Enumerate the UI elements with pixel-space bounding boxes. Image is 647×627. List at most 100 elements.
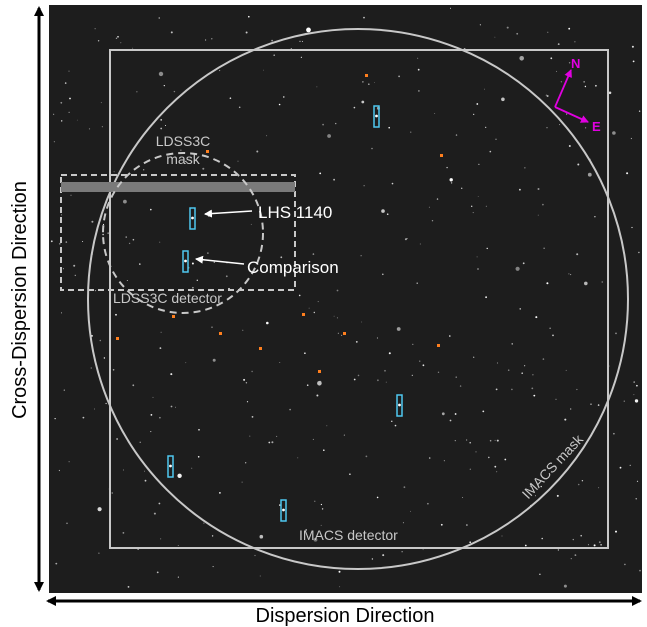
star	[501, 97, 505, 102]
star	[55, 562, 58, 565]
star	[428, 206, 430, 208]
star	[376, 337, 378, 339]
star	[576, 388, 578, 391]
star	[94, 28, 96, 30]
star	[590, 403, 592, 405]
star	[418, 90, 420, 92]
star	[633, 381, 635, 383]
star	[636, 480, 639, 482]
star	[263, 69, 264, 71]
star	[412, 343, 414, 345]
star	[501, 535, 503, 537]
star	[524, 365, 526, 367]
star	[388, 126, 391, 129]
star	[336, 289, 339, 292]
star	[336, 317, 338, 319]
star	[626, 172, 629, 175]
star	[160, 331, 162, 333]
star	[219, 70, 221, 72]
star	[398, 75, 400, 78]
star	[283, 96, 285, 98]
star	[597, 404, 600, 406]
star	[477, 268, 479, 270]
star	[539, 573, 541, 575]
star	[299, 40, 301, 43]
star	[197, 456, 200, 458]
star	[598, 541, 601, 544]
star	[298, 294, 301, 297]
star	[319, 172, 322, 175]
star	[630, 137, 633, 140]
east-arrow	[554, 106, 589, 123]
star	[320, 524, 322, 526]
comparison-arrow	[195, 255, 245, 265]
star	[540, 485, 542, 488]
star	[61, 214, 63, 216]
star	[459, 385, 462, 387]
star	[570, 558, 572, 560]
star	[587, 172, 592, 177]
star	[357, 374, 360, 377]
star	[205, 39, 207, 41]
star	[207, 252, 209, 254]
orange-marker	[343, 332, 346, 335]
star	[368, 83, 370, 85]
star	[411, 374, 413, 376]
star	[371, 147, 373, 150]
star	[132, 47, 134, 49]
star	[542, 358, 545, 360]
star	[82, 241, 84, 242]
star	[112, 369, 115, 371]
star	[91, 220, 94, 223]
star	[355, 341, 358, 343]
star	[308, 307, 310, 309]
star	[565, 369, 567, 371]
star	[165, 125, 166, 126]
star	[211, 38, 213, 40]
imacs-detector-outline	[109, 49, 609, 549]
star	[623, 400, 625, 402]
star	[301, 40, 303, 42]
star	[568, 27, 571, 30]
ldss3c-detector-outline	[60, 174, 296, 291]
star	[88, 128, 91, 130]
star	[494, 439, 496, 441]
star	[53, 113, 55, 115]
star	[422, 364, 425, 367]
star	[61, 120, 63, 122]
star	[62, 268, 64, 270]
star	[266, 135, 268, 137]
star	[416, 282, 418, 284]
star	[241, 481, 243, 483]
star	[633, 394, 635, 396]
star	[97, 507, 102, 512]
star	[385, 381, 387, 383]
lhs-1140-label: LHS 1140	[258, 203, 332, 222]
star	[249, 435, 251, 437]
star	[390, 532, 392, 534]
star	[185, 160, 187, 163]
star	[455, 376, 457, 378]
star	[577, 163, 580, 166]
star	[299, 267, 301, 269]
star	[225, 275, 228, 278]
star	[443, 460, 445, 462]
star	[601, 281, 603, 283]
star	[587, 544, 589, 546]
star	[170, 405, 173, 408]
star	[469, 468, 471, 470]
star	[266, 321, 269, 325]
star	[111, 492, 113, 494]
star	[143, 169, 145, 171]
star	[175, 406, 176, 408]
star	[68, 70, 70, 72]
star	[484, 88, 485, 90]
star	[427, 502, 429, 505]
star	[191, 467, 193, 469]
slit-lhs-1140	[189, 207, 196, 230]
star	[419, 360, 421, 362]
star	[522, 262, 525, 265]
star	[566, 113, 568, 115]
star	[198, 429, 200, 431]
star	[519, 56, 524, 61]
